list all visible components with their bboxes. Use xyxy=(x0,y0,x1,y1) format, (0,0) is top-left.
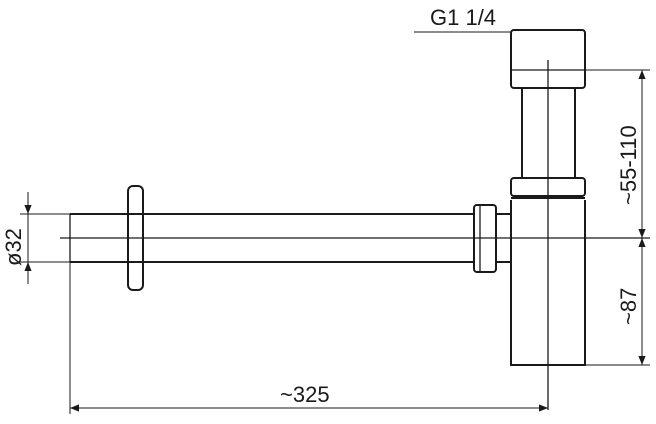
height-adjust-label: ~55-110 xyxy=(616,125,641,205)
thread-dimension: G1 1/4 xyxy=(414,5,511,33)
bottom-height-dimension: ~87 xyxy=(585,238,650,366)
diameter-label: ø32 xyxy=(1,228,26,266)
diameter-dimension: ø32 xyxy=(1,192,70,284)
bottom-height-label: ~87 xyxy=(616,288,641,325)
length-dimension: ~325 xyxy=(69,262,548,414)
thread-label: G1 1/4 xyxy=(430,5,496,30)
height-adjust-dimension: ~55-110 xyxy=(585,69,650,238)
length-label: ~325 xyxy=(280,382,330,407)
